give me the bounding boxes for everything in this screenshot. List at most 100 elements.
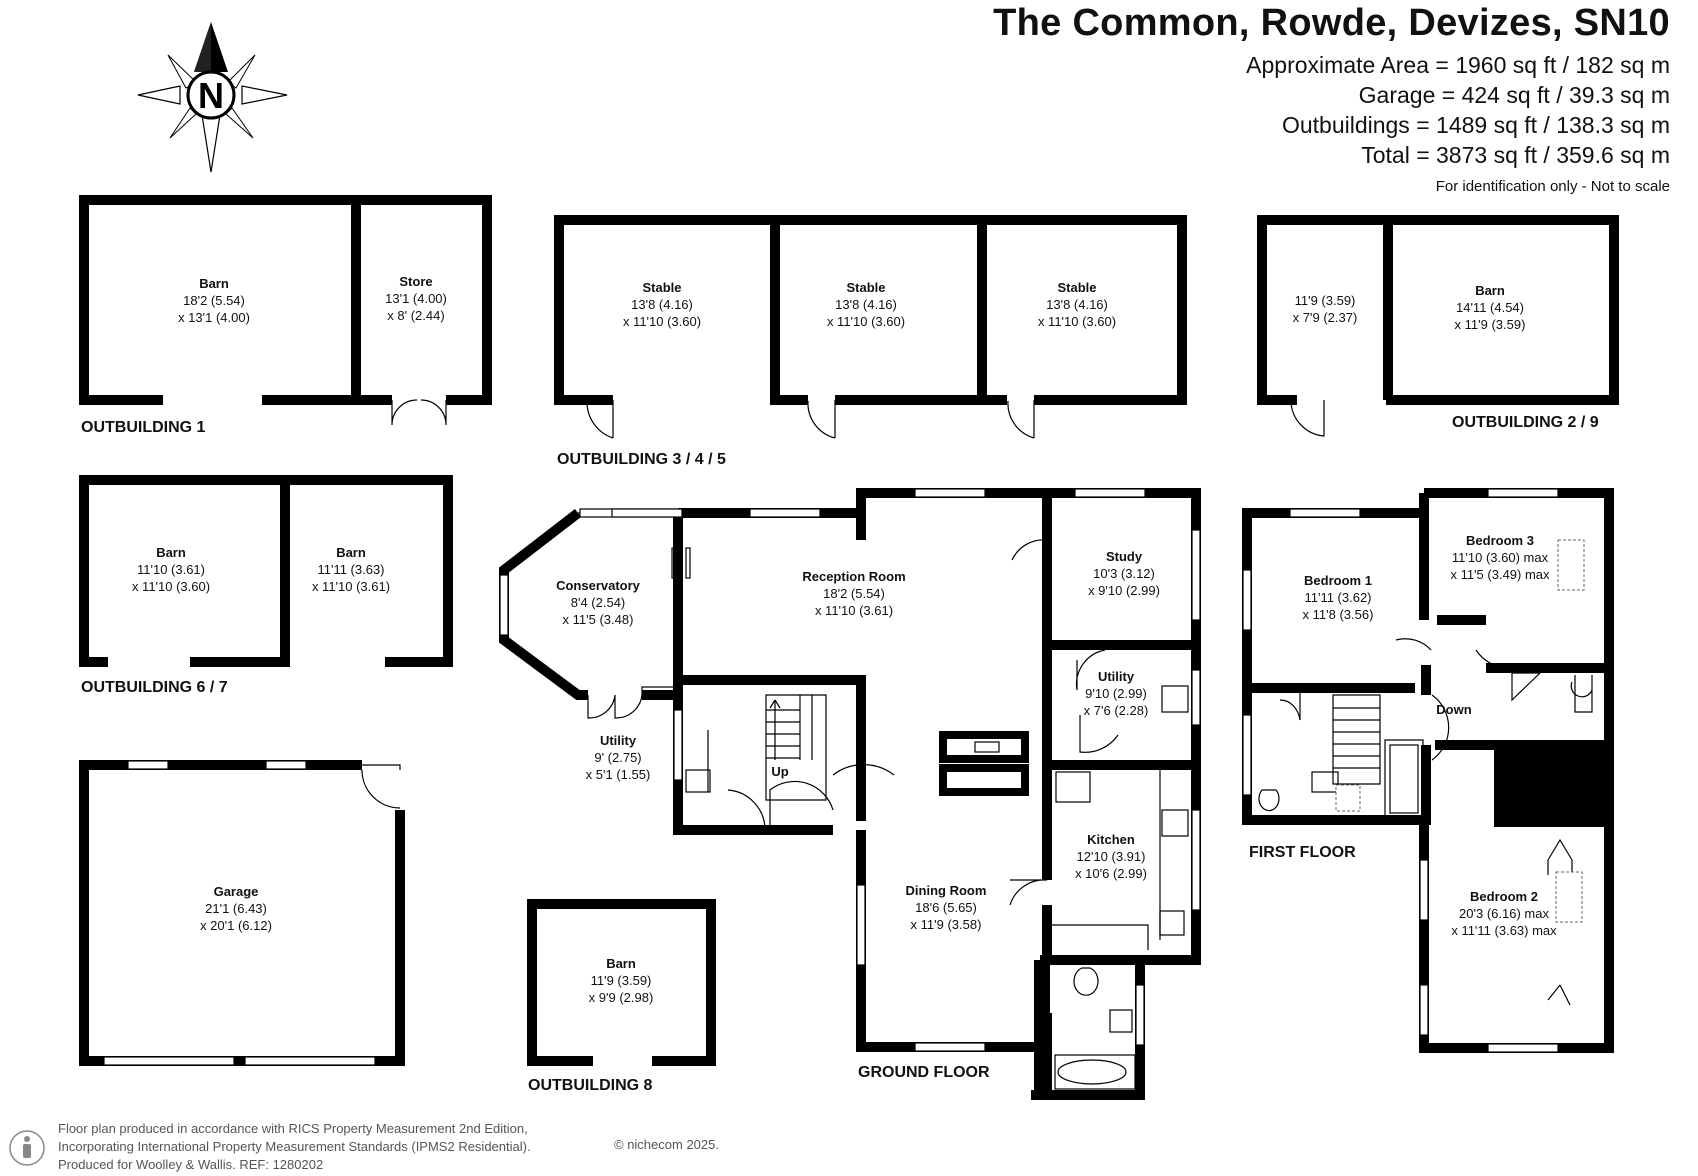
area-summary: Approximate Area = 1960 sq ft / 182 sq m… bbox=[1246, 50, 1670, 170]
svg-text:x 11'10 (3.60): x 11'10 (3.60) bbox=[827, 314, 905, 329]
svg-text:Bedroom 3: Bedroom 3 bbox=[1466, 533, 1534, 548]
room-dining: Dining Room 18'6 (5.65) x 11'9 (3.58) bbox=[906, 883, 987, 932]
svg-text:11'9 (3.59): 11'9 (3.59) bbox=[591, 973, 652, 988]
svg-text:Dining Room: Dining Room bbox=[906, 883, 987, 898]
svg-text:x 8' (2.44): x 8' (2.44) bbox=[387, 308, 444, 323]
svg-text:13'8 (4.16): 13'8 (4.16) bbox=[1046, 297, 1108, 312]
room-kitchen: Kitchen 12'10 (3.91) x 10'6 (2.99) bbox=[1075, 832, 1147, 881]
svg-text:Utility: Utility bbox=[1098, 669, 1135, 684]
svg-text:Barn: Barn bbox=[336, 545, 366, 560]
copyright: © nichecom 2025. bbox=[614, 1137, 719, 1152]
svg-text:Reception Room: Reception Room bbox=[802, 569, 905, 584]
person-icon bbox=[9, 1130, 45, 1166]
svg-text:9'10 (2.99): 9'10 (2.99) bbox=[1085, 686, 1147, 701]
first-floor-staircase bbox=[1332, 694, 1381, 785]
svg-text:8'4 (2.54): 8'4 (2.54) bbox=[571, 595, 626, 610]
svg-text:20'3 (6.16) max: 20'3 (6.16) max bbox=[1459, 906, 1549, 921]
room-ob2-barn: Barn 14'11 (4.54) x 11'9 (3.59) bbox=[1455, 283, 1526, 332]
svg-text:Barn: Barn bbox=[606, 956, 636, 971]
label-outbuilding-2-9: OUTBUILDING 2 / 9 bbox=[1452, 414, 1599, 431]
svg-text:x 11'9 (3.58): x 11'9 (3.58) bbox=[911, 917, 982, 932]
svg-text:18'2 (5.54): 18'2 (5.54) bbox=[823, 586, 885, 601]
compass-icon: N bbox=[137, 22, 288, 173]
svg-text:10'3 (3.12): 10'3 (3.12) bbox=[1093, 566, 1155, 581]
svg-text:11'9 (3.59): 11'9 (3.59) bbox=[1295, 293, 1356, 308]
svg-text:11'10 (3.60) max: 11'10 (3.60) max bbox=[1452, 550, 1549, 565]
room-bedroom-1: Bedroom 1 11'11 (3.62) x 11'8 (3.56) bbox=[1303, 573, 1374, 622]
room-reception: Reception Room 18'2 (5.54) x 11'10 (3.61… bbox=[802, 569, 905, 618]
label-outbuilding-3-4-5: OUTBUILDING 3 / 4 / 5 bbox=[557, 451, 726, 468]
svg-text:Conservatory: Conservatory bbox=[556, 578, 641, 593]
outbuilding-2-9 bbox=[1257, 215, 1619, 437]
room-study: Study 10'3 (3.12) x 9'10 (2.99) bbox=[1088, 549, 1160, 598]
footer-line: Floor plan produced in accordance with R… bbox=[58, 1121, 528, 1136]
svg-text:12'10 (3.91): 12'10 (3.91) bbox=[1077, 849, 1146, 864]
svg-text:14'11 (4.54): 14'11 (4.54) bbox=[1456, 300, 1524, 315]
room-ob1-store: Store 13'1 (4.00) x 8' (2.44) bbox=[385, 274, 447, 323]
svg-text:x 11'10 (3.60): x 11'10 (3.60) bbox=[623, 314, 701, 329]
scale-note: For identification only - Not to scale bbox=[1435, 178, 1670, 195]
svg-text:Barn: Barn bbox=[156, 545, 186, 560]
room-conservatory: Conservatory 8'4 (2.54) x 11'5 (3.48) bbox=[556, 578, 641, 627]
footer-line: Incorporating International Property Mea… bbox=[58, 1139, 531, 1154]
svg-text:Garage: Garage bbox=[214, 884, 259, 899]
svg-text:Study: Study bbox=[1106, 549, 1143, 564]
svg-text:11'11 (3.63): 11'11 (3.63) bbox=[317, 562, 384, 577]
stair-down-label: Down bbox=[1436, 702, 1471, 717]
room-ob7-barn: Barn 11'11 (3.63) x 11'10 (3.61) bbox=[312, 545, 390, 594]
svg-text:13'8 (4.16): 13'8 (4.16) bbox=[631, 297, 693, 312]
room-stable-2: Stable 13'8 (4.16) x 11'10 (3.60) bbox=[827, 280, 905, 329]
approximate-area: Approximate Area = 1960 sq ft / 182 sq m bbox=[1246, 52, 1670, 78]
svg-text:Stable: Stable bbox=[642, 280, 681, 295]
svg-text:x 11'10 (3.60): x 11'10 (3.60) bbox=[1038, 314, 1116, 329]
outbuildings-area: Outbuildings = 1489 sq ft / 138.3 sq m bbox=[1281, 112, 1670, 138]
svg-text:Barn: Barn bbox=[1475, 283, 1505, 298]
svg-text:Utility: Utility bbox=[600, 733, 637, 748]
svg-text:Store: Store bbox=[399, 274, 432, 289]
garage-area: Garage = 424 sq ft / 39.3 sq m bbox=[1358, 82, 1670, 108]
svg-text:x 11'5 (3.48): x 11'5 (3.48) bbox=[563, 612, 634, 627]
svg-text:x 5'1 (1.55): x 5'1 (1.55) bbox=[586, 767, 651, 782]
footer-line: Produced for Woolley & Wallis. REF: 1280… bbox=[58, 1157, 324, 1172]
svg-text:Bedroom 2: Bedroom 2 bbox=[1470, 889, 1538, 904]
room-utility-small: Utility 9' (2.75) x 5'1 (1.55) bbox=[586, 733, 651, 782]
stair-up-label: Up bbox=[771, 764, 788, 779]
svg-text:Kitchen: Kitchen bbox=[1087, 832, 1135, 847]
svg-text:18'6 (5.65): 18'6 (5.65) bbox=[915, 900, 977, 915]
outbuilding-3-4-5 bbox=[554, 215, 1187, 439]
svg-text:Barn: Barn bbox=[199, 276, 229, 291]
room-ob8-barn: Barn 11'9 (3.59) x 9'9 (2.98) bbox=[589, 956, 654, 1005]
label-outbuilding-6-7: OUTBUILDING 6 / 7 bbox=[81, 679, 228, 696]
first-floor: Down bbox=[1242, 488, 1614, 1053]
svg-text:x 11'10 (3.61): x 11'10 (3.61) bbox=[312, 579, 390, 594]
total-area: Total = 3873 sq ft / 359.6 sq m bbox=[1361, 142, 1670, 168]
room-bedroom-3: Bedroom 3 11'10 (3.60) max x 11'5 (3.49)… bbox=[1450, 533, 1550, 582]
svg-text:11'11 (3.62): 11'11 (3.62) bbox=[1304, 590, 1371, 605]
svg-text:x 11'8 (3.56): x 11'8 (3.56) bbox=[1303, 607, 1374, 622]
svg-text:Bedroom 1: Bedroom 1 bbox=[1304, 573, 1372, 588]
svg-text:x 9'9 (2.98): x 9'9 (2.98) bbox=[589, 990, 654, 1005]
room-garage: Garage 21'1 (6.43) x 20'1 (6.12) bbox=[200, 884, 272, 933]
svg-text:18'2 (5.54): 18'2 (5.54) bbox=[183, 293, 245, 308]
room-bedroom-2: Bedroom 2 20'3 (6.16) max x 11'11 (3.63)… bbox=[1451, 889, 1557, 938]
label-ground-floor: GROUND FLOOR bbox=[858, 1064, 990, 1081]
footer-notes: Floor plan produced in accordance with R… bbox=[58, 1120, 531, 1174]
svg-text:x 11'11 (3.63) max: x 11'11 (3.63) max bbox=[1451, 923, 1557, 938]
svg-text:x 11'9 (3.59): x 11'9 (3.59) bbox=[1455, 317, 1526, 332]
label-outbuilding-8: OUTBUILDING 8 bbox=[528, 1077, 653, 1094]
svg-text:x 7'9 (2.37): x 7'9 (2.37) bbox=[1293, 310, 1358, 325]
label-first-floor: FIRST FLOOR bbox=[1249, 844, 1356, 861]
svg-text:13'1 (4.00): 13'1 (4.00) bbox=[385, 291, 447, 306]
room-ob6-barn: Barn 11'10 (3.61) x 11'10 (3.60) bbox=[132, 545, 210, 594]
svg-text:21'1 (6.43): 21'1 (6.43) bbox=[205, 901, 267, 916]
svg-text:x 7'6 (2.28): x 7'6 (2.28) bbox=[1084, 703, 1149, 718]
page-title: The Common, Rowde, Devizes, SN10 bbox=[993, 2, 1670, 44]
svg-text:x 11'5 (3.49) max: x 11'5 (3.49) max bbox=[1450, 567, 1550, 582]
svg-text:x 13'1 (4.00): x 13'1 (4.00) bbox=[178, 310, 250, 325]
room-stable-3: Stable 13'8 (4.16) x 11'10 (3.60) bbox=[1038, 280, 1116, 329]
svg-text:x 11'10 (3.61): x 11'10 (3.61) bbox=[815, 603, 893, 618]
room-stable-1: Stable 13'8 (4.16) x 11'10 (3.60) bbox=[623, 280, 701, 329]
label-outbuilding-1: OUTBUILDING 1 bbox=[81, 419, 206, 436]
svg-text:x 10'6 (2.99): x 10'6 (2.99) bbox=[1075, 866, 1147, 881]
